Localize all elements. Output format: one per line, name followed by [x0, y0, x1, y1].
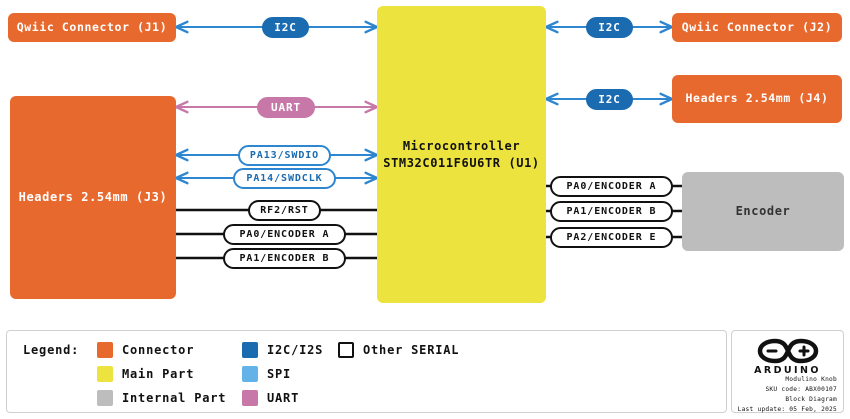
signal-pill-i2c-mcu-j4[interactable]: I2C	[586, 89, 633, 110]
block-label: Qwiic Connector (J1)	[16, 19, 168, 34]
legend-swatch-internal-part	[97, 390, 113, 406]
signal-label: PA0/ENCODER A	[566, 181, 657, 192]
legend-swatch-i2c-i2s	[242, 342, 258, 358]
signal-label: I2C	[598, 21, 621, 34]
signal-label: PA0/ENCODER A	[239, 229, 330, 240]
arduino-infinity-logo-icon	[757, 338, 818, 364]
brand-panel: ARDUINO Modulino Knob SKU code: ABX00107…	[731, 330, 844, 413]
signal-pill-pa13-swdio[interactable]: PA13/SWDIO	[238, 145, 331, 166]
signal-label: PA2/ENCODER E	[566, 232, 657, 243]
signal-pill-j3-pa0-encoder-a[interactable]: PA0/ENCODER A	[223, 224, 346, 245]
signal-label: UART	[270, 101, 302, 114]
legend-item-connector: Connector	[97, 342, 194, 358]
signal-label: I2C	[274, 21, 297, 34]
legend-item-main-part: Main Part	[97, 366, 194, 382]
legend-item-internal-part: Internal Part	[97, 390, 226, 406]
legend-label: Main Part	[122, 367, 195, 381]
signal-pill-j3-pa1-encoder-b[interactable]: PA1/ENCODER B	[223, 248, 346, 269]
signal-pill-pa14-swdclk[interactable]: PA14/SWDCLK	[233, 168, 336, 189]
mcu-title: Microcontroller	[402, 139, 521, 154]
arduino-logo: ARDUINO	[732, 338, 843, 376]
signal-label: PA1/ENCODER B	[239, 253, 330, 264]
meta-last-update: Last update: 05 Feb, 2025	[737, 406, 837, 414]
signal-label: PA13/SWDIO	[249, 150, 320, 161]
signal-pill-mcu-pa0-encoder-a[interactable]: PA0/ENCODER A	[550, 176, 673, 197]
legend-swatch-main-part	[97, 366, 113, 382]
meta-product-name: Modulino Knob	[785, 376, 837, 383]
legend-item-i2c-i2s: I2C/I2S	[242, 342, 323, 358]
block-label: Encoder	[735, 204, 791, 219]
legend-label: SPI	[267, 367, 292, 381]
meta-sku-code: SKU code: ABX00107	[765, 386, 837, 394]
signal-pill-mcu-pa2-encoder-e[interactable]: PA2/ENCODER E	[550, 227, 673, 248]
block-label: Headers 2.54mm (J3)	[18, 190, 168, 205]
legend-item-spi: SPI	[242, 366, 291, 382]
legend-label: Internal Part	[122, 391, 227, 405]
meta-document-type: Block Diagram	[785, 396, 837, 404]
legend-item-uart: UART	[242, 390, 299, 406]
signal-label: I2C	[598, 93, 621, 106]
legend-panel: Legend: Connector Main Part Internal Par…	[6, 330, 727, 413]
block-encoder[interactable]: Encoder	[682, 172, 844, 251]
signal-label: PA1/ENCODER B	[566, 206, 657, 217]
legend-swatch-spi	[242, 366, 258, 382]
block-microcontroller-u1[interactable]: Microcontroller STM32C011F6U6TR (U1)	[377, 6, 546, 303]
signal-pill-rf2-rst[interactable]: RF2/RST	[248, 200, 321, 221]
legend-title: Legend:	[23, 343, 80, 357]
brand-metadata: Modulino Knob SKU code: ABX00107 Block D…	[738, 375, 837, 415]
legend-label: UART	[267, 391, 300, 405]
signal-label: RF2/RST	[260, 205, 309, 216]
block-qwiic-connector-j2[interactable]: Qwiic Connector (J2)	[672, 13, 842, 42]
legend-item-other-serial: Other SERIAL	[338, 342, 459, 358]
legend-swatch-connector	[97, 342, 113, 358]
signal-pill-uart[interactable]: UART	[257, 97, 315, 118]
block-qwiic-connector-j1[interactable]: Qwiic Connector (J1)	[8, 13, 176, 42]
block-headers-j3[interactable]: Headers 2.54mm (J3)	[10, 96, 176, 299]
legend-swatch-uart	[242, 390, 258, 406]
legend-label: Connector	[122, 343, 195, 357]
mcu-part-number: STM32C011F6U6TR (U1)	[383, 155, 540, 170]
block-label: Qwiic Connector (J2)	[681, 19, 833, 34]
signal-pill-i2c-mcu-j2[interactable]: I2C	[586, 17, 633, 38]
block-label: Headers 2.54mm (J4)	[685, 91, 829, 106]
legend-swatch-other-serial	[338, 342, 354, 358]
signal-pill-mcu-pa1-encoder-b[interactable]: PA1/ENCODER B	[550, 201, 673, 222]
legend-label: I2C/I2S	[267, 343, 324, 357]
legend-label: Other SERIAL	[363, 343, 460, 357]
block-headers-j4[interactable]: Headers 2.54mm (J4)	[672, 75, 842, 123]
signal-label: PA14/SWDCLK	[246, 173, 323, 184]
arduino-wordmark: ARDUINO	[754, 365, 821, 376]
signal-pill-i2c-j1-mcu[interactable]: I2C	[262, 17, 309, 38]
